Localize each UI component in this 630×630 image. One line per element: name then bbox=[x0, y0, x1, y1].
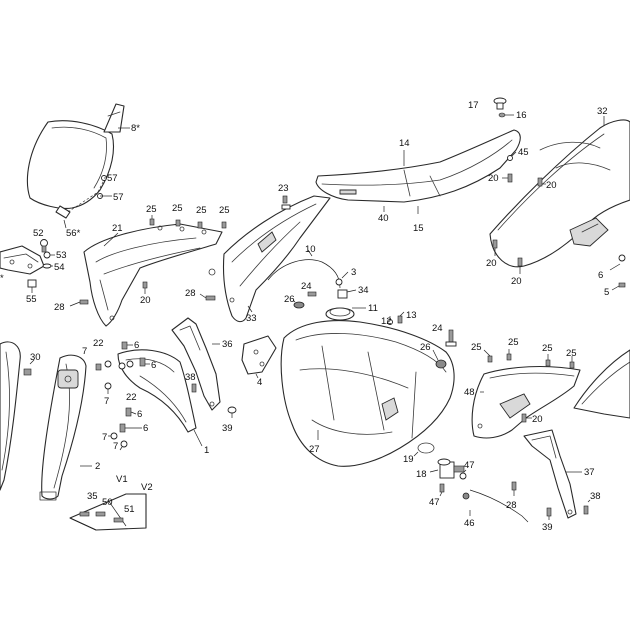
label-47a: 47 bbox=[464, 460, 475, 471]
label-25h: 25 bbox=[566, 348, 577, 359]
label-22a: 22 bbox=[93, 338, 104, 349]
seat-screw: 17 16 bbox=[468, 97, 527, 121]
label-37: 37 bbox=[584, 467, 595, 478]
label-14: 14 bbox=[399, 138, 410, 149]
radiator-shroud-inner: 33 23 28 bbox=[185, 183, 331, 324]
label-40: 40 bbox=[378, 213, 389, 224]
label-11: 11 bbox=[368, 303, 378, 314]
label-45: 45 bbox=[518, 147, 529, 158]
label-6b: 6 bbox=[134, 340, 139, 351]
label-38a: 38 bbox=[185, 372, 196, 383]
label-5: 5 bbox=[604, 287, 609, 298]
fuel-tank: 27 12 13 24 26 bbox=[280, 310, 457, 467]
left-radiator-shroud: 21 25 25 25 25 20 28 bbox=[54, 203, 230, 327]
label-25e: 25 bbox=[471, 342, 482, 353]
label-7c: 7 bbox=[102, 432, 107, 443]
label-13: 13 bbox=[406, 310, 417, 321]
label-star: * bbox=[0, 273, 4, 284]
label-56: 56* bbox=[66, 228, 81, 239]
label-V2: V2 bbox=[141, 482, 153, 493]
label-8: 8* bbox=[131, 123, 140, 134]
label-20b: 20 bbox=[488, 173, 499, 184]
label-6a: 6 bbox=[598, 270, 603, 281]
label-30: 30 bbox=[30, 352, 41, 363]
label-38b: 38 bbox=[590, 491, 601, 502]
small-plate: 4 bbox=[241, 335, 277, 388]
label-28c: 28 bbox=[506, 500, 517, 511]
label-57a: 57 bbox=[107, 173, 118, 184]
label-54: 54 bbox=[54, 262, 65, 273]
label-7d: 7 bbox=[113, 441, 118, 452]
label-26b: 26 bbox=[420, 342, 431, 353]
label-53: 53 bbox=[56, 250, 67, 261]
label-20c: 20 bbox=[546, 180, 557, 191]
label-57b: 57 bbox=[113, 192, 124, 203]
label-24b: 24 bbox=[432, 323, 443, 334]
label-46: 46 bbox=[464, 518, 475, 529]
right-shroud-edge bbox=[573, 349, 630, 419]
label-1: 1 bbox=[204, 445, 209, 456]
label-39a: 39 bbox=[222, 423, 233, 434]
label-35: 35 bbox=[87, 491, 98, 502]
label-18: 18 bbox=[416, 469, 427, 480]
label-23: 23 bbox=[278, 183, 289, 194]
label-50: 50 bbox=[102, 497, 113, 508]
label-32: 32 bbox=[597, 106, 608, 117]
label-6c: 6 bbox=[151, 360, 156, 371]
label-51: 51 bbox=[124, 504, 135, 515]
label-7a: 7 bbox=[82, 346, 87, 357]
label-2: 2 bbox=[95, 461, 100, 472]
label-3: 3 bbox=[351, 267, 356, 278]
label-28a: 28 bbox=[54, 302, 65, 313]
label-7b: 7 bbox=[104, 396, 109, 407]
label-26a: 26 bbox=[284, 294, 295, 305]
label-20f: 20 bbox=[532, 414, 543, 425]
label-16: 16 bbox=[516, 110, 527, 121]
label-33: 33 bbox=[246, 313, 257, 324]
label-27: 27 bbox=[309, 444, 320, 455]
label-36: 36 bbox=[222, 339, 233, 350]
fork-guard-bracket: * 52 53 54 55 bbox=[0, 228, 67, 305]
label-20a: 20 bbox=[140, 295, 151, 306]
label-52: 52 bbox=[33, 228, 44, 239]
label-20d: 20 bbox=[486, 258, 497, 269]
label-V1: V1 bbox=[116, 474, 128, 485]
label-55: 55 bbox=[26, 294, 37, 305]
label-19: 19 bbox=[403, 454, 414, 465]
label-34: 34 bbox=[358, 285, 369, 296]
label-25g: 25 bbox=[542, 343, 553, 354]
label-20e: 20 bbox=[511, 276, 522, 287]
fuel-cap-assembly: 10 3 34 11 24 26 bbox=[267, 244, 378, 321]
fastener-kits: V1 V2 35 50 51 bbox=[69, 474, 153, 531]
label-39b: 39 bbox=[542, 522, 553, 533]
label-15: 15 bbox=[413, 223, 424, 234]
side-bracket: 37 39 38 bbox=[523, 429, 601, 533]
label-47b: 47 bbox=[429, 497, 440, 508]
front-fender: 1 22 7 6 6 7 22 6 6 7 7 bbox=[82, 338, 209, 456]
label-25a: 25 bbox=[146, 204, 157, 215]
right-side-shroud: 48 25 25 25 25 20 bbox=[464, 337, 581, 439]
label-25c: 25 bbox=[196, 205, 207, 216]
front-number-plate: 8* 57 57 56* bbox=[26, 103, 140, 239]
label-10: 10 bbox=[305, 244, 316, 255]
label-25b: 25 bbox=[172, 203, 183, 214]
label-28b: 28 bbox=[185, 288, 196, 299]
seat: 14 40 15 bbox=[315, 129, 521, 234]
rear-fender: 32 45 20 20 20 20 6 5 bbox=[486, 106, 630, 298]
label-24a: 24 bbox=[301, 281, 312, 292]
label-21: 21 bbox=[112, 223, 123, 234]
fuel-valve: 19 18 47 47 46 28 bbox=[403, 442, 529, 529]
left-bracket: 36 38 39 bbox=[171, 317, 237, 434]
label-17: 17 bbox=[468, 100, 479, 111]
fork-guard: 2 30 bbox=[0, 341, 100, 501]
label-25d: 25 bbox=[219, 205, 230, 216]
label-48: 48 bbox=[464, 387, 475, 398]
label-6d: 6 bbox=[137, 409, 142, 420]
label-6e: 6 bbox=[143, 423, 148, 434]
label-22b: 22 bbox=[126, 392, 137, 403]
label-12: 12 bbox=[381, 316, 392, 327]
label-4: 4 bbox=[257, 377, 262, 388]
label-25f: 25 bbox=[508, 337, 519, 348]
